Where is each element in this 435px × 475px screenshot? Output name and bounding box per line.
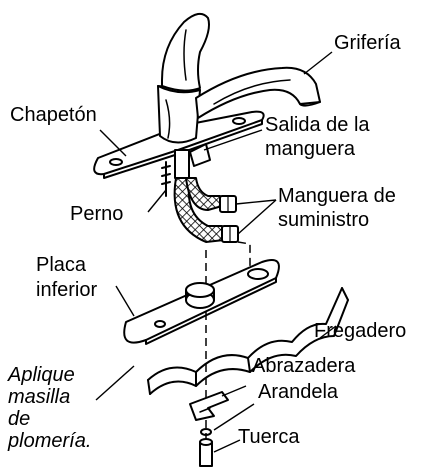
label-salida-line2: manguera [265,138,356,160]
label-placa-line1: Placa [36,254,87,276]
label-fregadero: Fregadero [314,320,407,342]
label-chapeton: Chapetón [10,104,97,126]
faucet-spout [195,66,321,119]
label-arandela: Arandela [258,381,339,403]
faucet-handle [161,12,210,92]
supply-hoses [173,177,239,243]
leader-lines [95,51,337,453]
note-line-2: masilla [8,386,71,408]
faucet-body [157,85,201,144]
label-manguera-line1: Manguera de [278,185,396,207]
label-placa-line2: inferior [36,279,98,301]
note-line-3: de [8,408,31,430]
label-manguera-line2: suministro [278,209,370,231]
alignment-lines [205,241,251,440]
note-line-4: plomería. [8,430,92,452]
note-line-1: Aplique [8,364,75,386]
label-griferia: Grifería [334,32,401,54]
label-perno: Perno [70,203,124,225]
nut [199,438,213,467]
clamp [189,391,229,421]
plumbers-putty-note: Aplique masilla de plomería. [8,364,91,452]
label-salida-line1: Salida de la [265,114,370,136]
sink-edge [147,287,349,395]
label-tuerca: Tuerca [238,426,300,448]
mounting-ring [185,282,215,309]
label-abrazadera: Abrazadera [252,355,356,377]
